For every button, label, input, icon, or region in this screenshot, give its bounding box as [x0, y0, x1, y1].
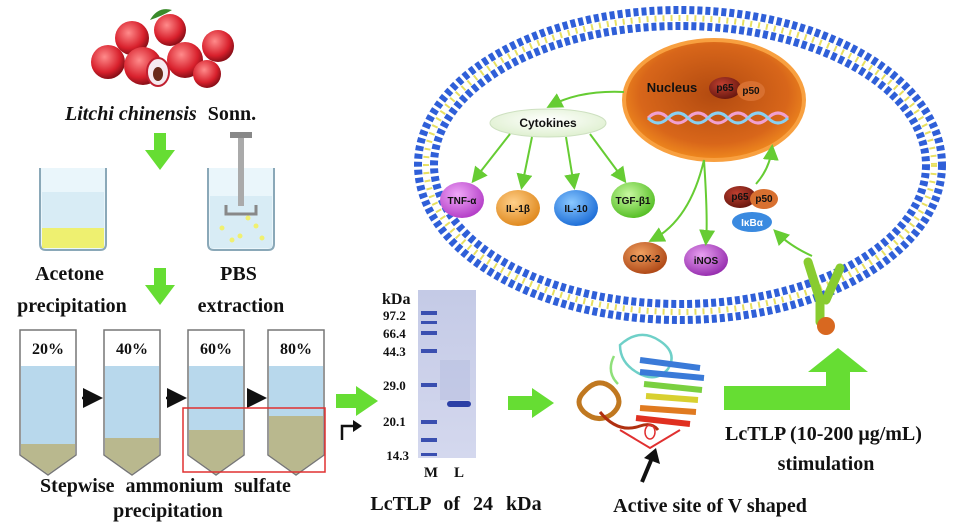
structure-caption: Active site of V shaped	[613, 495, 807, 517]
marker-bands	[421, 311, 437, 456]
ikba-label: IκBα	[741, 218, 764, 229]
nfkb-complex: p65 p50 IκBα	[724, 186, 778, 232]
mediators-group: COX-2 iNOS	[623, 242, 728, 276]
il-10-label: IL-10	[564, 204, 588, 215]
stimulation-line2: stimulation	[778, 453, 875, 475]
marker-label: 29.0	[383, 378, 406, 393]
highlight-box	[182, 407, 326, 473]
p65-label: p65	[716, 83, 734, 94]
pbs-label-line1: PBS	[220, 263, 257, 285]
marker-band	[421, 383, 437, 387]
tnf-alpha	[440, 182, 484, 218]
inos-label: iNOS	[694, 256, 719, 267]
acetone-label: Acetone precipitation	[17, 263, 127, 317]
corner-arrow	[340, 424, 356, 440]
species-name: Litchi chinensis	[64, 103, 197, 125]
marker-band	[421, 349, 437, 353]
signaling-arrows	[471, 90, 813, 257]
stimulation-label: LcTLP (10-200 μg/mL) stimulation	[725, 423, 927, 475]
active-site-pointer	[640, 448, 660, 483]
cell-membrane	[414, 6, 946, 324]
tgf-beta1-label: TGF-β1	[616, 196, 651, 207]
tube-40-label: 40%	[116, 341, 148, 358]
marker-band	[421, 453, 437, 456]
flow-arrow-to-cell	[724, 348, 868, 410]
cytokines-label: Cytokines	[519, 116, 577, 130]
tube-20-label: 20%	[32, 341, 64, 358]
pbs-label-line2: extraction	[198, 295, 285, 317]
tube-60-label: 60%	[200, 341, 232, 358]
ikba-protein	[732, 212, 772, 232]
ammonium-label-line2: precipitation	[113, 500, 223, 522]
species-authority: Sonn.	[208, 103, 256, 125]
flow-arrow-down-1	[145, 133, 175, 170]
acetone-label-line2: precipitation	[17, 295, 127, 317]
p50-label: p50	[755, 194, 773, 205]
tgf-beta1	[611, 182, 655, 218]
cox-2	[623, 242, 667, 274]
lctlp-band	[447, 401, 471, 407]
flow-arrow-down-2	[145, 268, 175, 305]
tube-40: 40%	[103, 329, 161, 476]
marker-label: 14.3	[386, 448, 409, 463]
gel-unit-label: kDa	[382, 291, 410, 308]
il-1beta	[496, 190, 540, 226]
p50-protein	[750, 189, 778, 209]
ammonium-label: Stepwise ammonium sulfate precipitation	[40, 475, 296, 522]
acetone-beaker	[39, 168, 107, 251]
marker-band	[421, 438, 437, 442]
gel-caption: LcTLP of 24 kDa	[370, 493, 541, 515]
source-label: Litchi chinensis Sonn.	[64, 103, 256, 125]
pbs-label: PBS extraction	[198, 263, 285, 317]
ammonium-label-line1: Stepwise ammonium sulfate	[40, 475, 291, 497]
marker-label: 20.1	[383, 414, 406, 429]
marker-label: 44.3	[383, 344, 406, 359]
tube-60: 60%	[187, 329, 245, 476]
stimulation-line1: LcTLP (10-200 μg/mL)	[725, 423, 922, 445]
inos	[684, 244, 728, 276]
pbs-beaker	[207, 132, 275, 251]
marker-label: 66.4	[383, 326, 406, 341]
il-10	[554, 190, 598, 226]
marker-band	[421, 311, 437, 315]
tube-80: 80%	[267, 329, 325, 476]
tube-20: 20%	[19, 329, 77, 476]
receptor-icon	[803, 257, 845, 335]
nucleus-label: Nucleus	[647, 80, 698, 95]
dna-strand	[646, 111, 790, 125]
p50-protein	[737, 81, 765, 101]
tube-80-label: 80%	[280, 341, 312, 358]
cox-2-label: COX-2	[630, 254, 661, 265]
nucleus: Nucleus p65 p50	[622, 38, 806, 162]
p65-protein	[724, 186, 756, 208]
flow-arrow-right-1	[336, 386, 378, 416]
lychee-fruit-image	[91, 9, 234, 88]
acetone-label-line1: Acetone	[35, 263, 104, 285]
lane-label-l: L	[454, 465, 464, 481]
tnf-alpha-label: TNF-α	[448, 196, 478, 207]
marker-band	[421, 321, 437, 324]
p65-label: p65	[731, 192, 749, 203]
lane-label-m: M	[424, 465, 438, 481]
flow-arrow-right-2	[508, 388, 554, 418]
sds-page-gel: kDa 97.2 66.4 44.3 29.0 20.1 14.3 M L	[382, 290, 476, 481]
p50-label: p50	[742, 86, 760, 97]
marker-band	[421, 331, 437, 335]
marker-labels: 97.2 66.4 44.3 29.0 20.1 14.3	[383, 308, 410, 463]
marker-band	[421, 420, 437, 424]
marker-label: 97.2	[383, 308, 406, 323]
il-1beta-label: IL-1β	[506, 204, 530, 215]
p65-protein	[709, 77, 741, 99]
protein-structure-image	[576, 333, 705, 450]
cytokines-group: Cytokines TNF-α IL-1β IL-10 TGF-β1	[440, 108, 655, 226]
